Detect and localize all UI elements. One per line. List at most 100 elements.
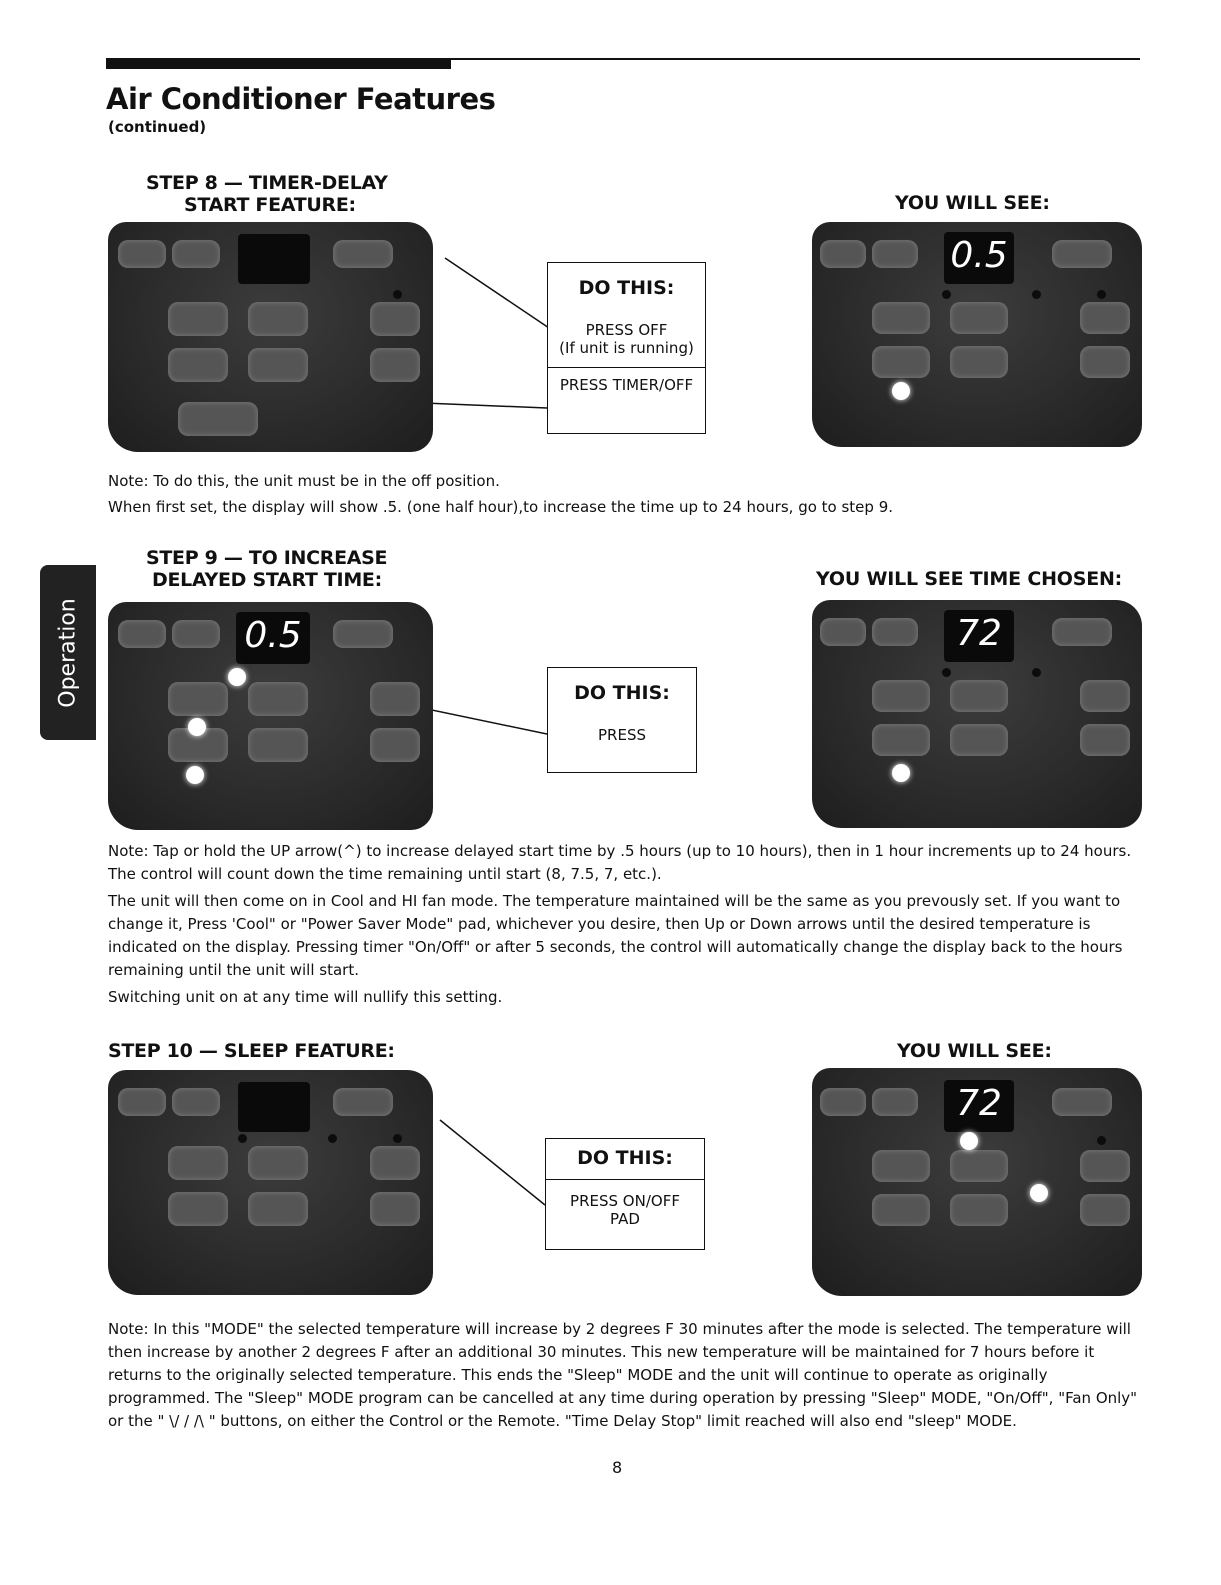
step10-note: Note: In this "MODE" the selected temper… [108, 1318, 1148, 1433]
panel-button [820, 1088, 866, 1116]
panel-button [1080, 346, 1130, 378]
panel-button [168, 348, 228, 382]
panel-button [950, 1194, 1008, 1226]
panel-button [168, 1192, 228, 1226]
do-this-title: DO THIS: [578, 277, 675, 299]
indicator-light [960, 1132, 978, 1150]
panel-button [1080, 680, 1130, 712]
connector-step8-off [444, 257, 553, 331]
indicator-light [186, 766, 204, 784]
step9-heading-line2: DELAYED START TIME: [152, 569, 382, 591]
step9-note-para: Switching unit on at any time will nulli… [108, 988, 503, 1006]
panel-button [950, 302, 1008, 334]
panel-button [168, 1146, 228, 1180]
panel-button [118, 240, 166, 268]
step9-heading-line1: STEP 9 — TO INCREASE [146, 547, 388, 569]
do-this-item: PRESS TIMER/OFF [559, 376, 694, 394]
page-title: Air Conditioner Features [106, 82, 496, 116]
panel-display: 72 [944, 1080, 1014, 1132]
indicator-light [892, 764, 910, 782]
header-rule-accent [106, 60, 451, 69]
step8-note-line: When first set, the display will show .5… [108, 498, 894, 516]
do-this-title: DO THIS: [574, 682, 670, 704]
panel-button [370, 1192, 420, 1226]
step9-do-this-box: DO THIS: PRESS [547, 667, 697, 773]
panel-button [820, 240, 866, 268]
panel-button [333, 620, 393, 648]
panel-button [118, 620, 166, 648]
panel-display [238, 1082, 310, 1132]
panel-button [168, 302, 228, 336]
panel-button [872, 1194, 930, 1226]
panel-button [872, 1088, 918, 1116]
panel-button [1080, 724, 1130, 756]
up-arrow-button [172, 620, 220, 648]
panel-button [820, 618, 866, 646]
panel-button [248, 728, 308, 762]
panel-button [248, 1192, 308, 1226]
page-subtitle: (continued) [108, 118, 207, 136]
step8-you-will-see: YOU WILL SEE: [895, 192, 1050, 214]
panel-button [872, 1150, 930, 1182]
indicator-light [188, 718, 206, 736]
connector-step10-onoff [439, 1119, 546, 1206]
panel-button [172, 1088, 220, 1116]
step9-note: Note: Tap or hold the UP arrow(^) to inc… [108, 840, 1148, 1009]
control-panel-image [108, 222, 433, 452]
panel-button [872, 680, 930, 712]
panel-button [950, 724, 1008, 756]
panel-button [950, 680, 1008, 712]
indicator-dot [942, 668, 951, 677]
step10-note-para: Note: In this "MODE" the selected temper… [108, 1320, 1138, 1430]
panel-button [248, 302, 308, 336]
do-this-item: PRESS ON/OFF [570, 1192, 680, 1210]
do-this-item: PRESS OFF [585, 321, 668, 339]
panel-button [1080, 302, 1130, 334]
panel-button [248, 348, 308, 382]
indicator-dot [1097, 1136, 1106, 1145]
panel-button [172, 240, 220, 268]
indicator-light [228, 668, 246, 686]
step9-you-will-see: YOU WILL SEE TIME CHOSEN: [816, 568, 1123, 590]
panel-button [370, 728, 420, 762]
timer-off-button [178, 402, 258, 436]
step8-heading-line2: START FEATURE: [184, 194, 356, 216]
indicator-dot [238, 1134, 247, 1143]
do-this-title: DO THIS: [577, 1147, 673, 1169]
indicator-dot [1032, 668, 1041, 677]
indicator-dot [328, 1134, 337, 1143]
step8-do-this-box: DO THIS: PRESS OFF (If unit is running) … [547, 262, 706, 434]
indicator-dot [393, 1134, 402, 1143]
panel-button [248, 1146, 308, 1180]
panel-button [1052, 618, 1112, 646]
panel-display: 0.5 [944, 232, 1014, 284]
step10-do-this-box: DO THIS: PRESS ON/OFF PAD [545, 1138, 705, 1250]
panel-button [370, 682, 420, 716]
panel-button [118, 1088, 166, 1116]
result-panel-image: 72 [812, 1068, 1142, 1296]
control-panel-image: 0.5 [108, 602, 433, 830]
step10-heading: STEP 10 — SLEEP FEATURE: [108, 1040, 395, 1062]
panel-button [872, 346, 930, 378]
step8-heading-line1: STEP 8 — TIMER-DELAY [146, 172, 388, 194]
step9-note-para: The unit will then come on in Cool and H… [108, 892, 1123, 979]
step8-note: Note: To do this, the unit must be in th… [108, 470, 1148, 519]
panel-button [950, 1150, 1008, 1182]
on-off-button [333, 240, 393, 268]
panel-button [370, 1146, 420, 1180]
result-panel-image: 72 [812, 600, 1142, 828]
panel-display [238, 234, 310, 284]
do-this-item: (If unit is running) [559, 339, 694, 357]
indicator-light [1030, 1184, 1048, 1202]
indicator-dot [1032, 290, 1041, 299]
on-off-button [333, 1088, 393, 1116]
panel-button [370, 348, 420, 382]
do-this-item: PAD [610, 1210, 640, 1228]
step8-note-line: Note: To do this, the unit must be in th… [108, 472, 500, 490]
indicator-dot [942, 290, 951, 299]
panel-button [872, 724, 930, 756]
control-panel-image [108, 1070, 433, 1295]
panel-button [1052, 1088, 1112, 1116]
panel-button [370, 302, 420, 336]
panel-button [248, 682, 308, 716]
